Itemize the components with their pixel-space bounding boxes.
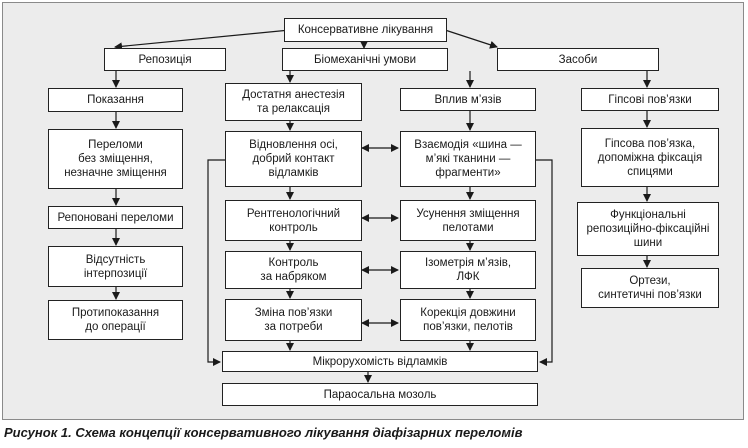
- biomech-xray-control: Рентгенологічний контроль: [225, 200, 362, 241]
- arrow-root-means: [444, 29, 498, 49]
- reposition-indications: Показання: [48, 88, 183, 112]
- root-node: Консервативне лікування: [284, 18, 447, 42]
- biomech-splint-interaction: Взаємодія «шина — м’які тканини — фрагме…: [400, 131, 536, 187]
- biomech-muscle-influence: Вплив м’язів: [400, 88, 536, 111]
- means-plaster: Гіпсові пов’язки: [581, 88, 719, 111]
- reposition-reduced-fractures: Репоновані переломи: [48, 206, 183, 229]
- biomech-length-correction: Корекція довжини пов’язки, пелотів: [400, 299, 536, 341]
- means-functional-splints: Функціональні репозиційно-фіксаційні шин…: [577, 202, 719, 256]
- biomech-axis-restoration: Відновлення осі, добрий контакт відламкі…: [225, 131, 362, 187]
- micromobility-node: Мікрорухомість відламків: [222, 351, 538, 372]
- biomech-anesthesia: Достатня анестезія та релаксація: [225, 83, 362, 121]
- means-plaster-wires: Гіпсова пов’язка, допоміжна фіксація спи…: [581, 128, 719, 187]
- outcome-node: Параосальна мозоль: [222, 383, 538, 406]
- biomech-isometrics: Ізометрія м’язів, ЛФК: [400, 251, 536, 289]
- arrow-root-reposition: [114, 29, 291, 51]
- arrow-side-right: [536, 159, 553, 366]
- branch-reposition: Репозиція: [104, 48, 226, 71]
- arrow-side-left: [207, 159, 225, 366]
- branch-biomechanical: Біомеханічні умови: [282, 48, 448, 71]
- means-orthoses: Ортези, синтетичні пов’язки: [581, 268, 719, 308]
- figure-caption: Рисунок 1. Схема концепції консервативно…: [4, 425, 523, 440]
- branch-means: Засоби: [497, 48, 659, 71]
- reposition-no-interposition: Відсутність інтерпозиції: [48, 246, 183, 287]
- biomech-pelot-correction: Усунення зміщення пелотами: [400, 200, 536, 241]
- reposition-no-displacement: Переломи без зміщення, незначне зміщення: [48, 129, 183, 189]
- biomech-bandage-change: Зміна пов’язки за потреби: [225, 299, 362, 341]
- reposition-contraindications: Протипоказання до операції: [48, 300, 183, 340]
- biomech-edema-control: Контроль за набряком: [225, 251, 362, 289]
